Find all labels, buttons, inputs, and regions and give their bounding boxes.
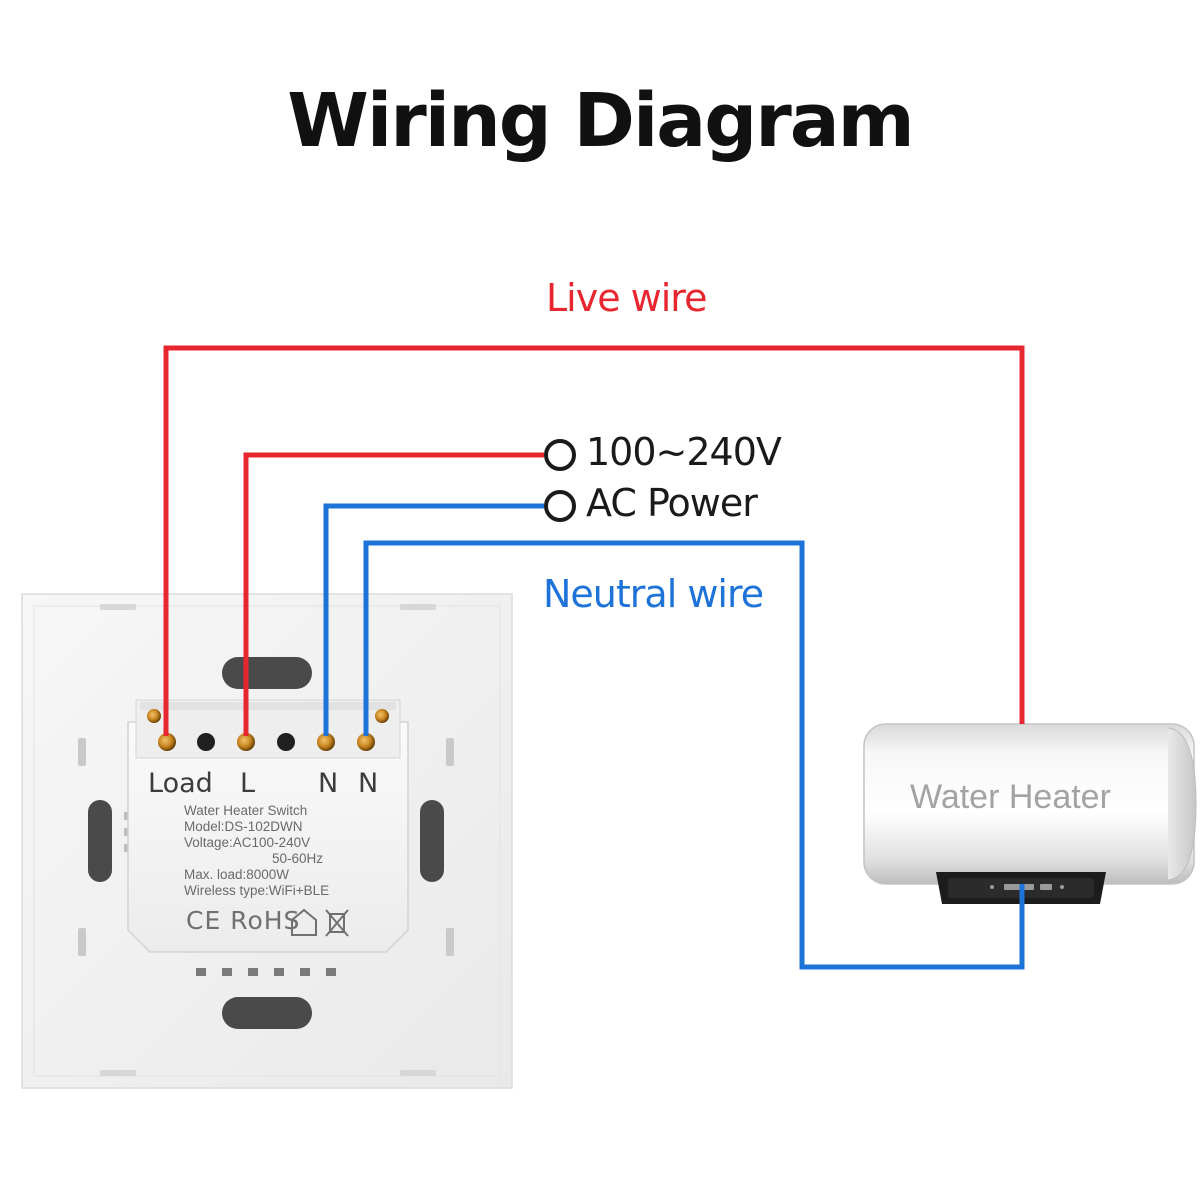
spec-line: 50-60Hz — [272, 851, 324, 866]
neutral-wires — [323, 503, 1025, 970]
diagram-title: Wiring Diagram — [287, 78, 915, 164]
spec-line: Model:DS-102DWN — [184, 819, 303, 834]
supply-live-wire — [243, 452, 544, 736]
spec-line: Max. load:8000W — [184, 867, 290, 882]
water-heater — [863, 723, 1197, 904]
supply-terminal-icon — [544, 490, 576, 522]
spec-line: Voltage:AC100-240V — [184, 835, 311, 850]
house-icon — [291, 908, 317, 936]
terminal-label-n: N — [358, 768, 379, 799]
live-wires — [163, 345, 1025, 736]
weee-bin-icon — [325, 909, 349, 937]
voltage-label: 100~240V — [586, 430, 782, 474]
terminal-label-load: Load — [148, 768, 213, 799]
neutral-wire-label: Neutral wire — [543, 572, 764, 616]
display-digits-icon — [990, 884, 1064, 890]
terminal-empty — [277, 733, 295, 751]
terminal-label-l: L — [240, 768, 256, 799]
terminal-label-n: N — [318, 768, 339, 799]
neutral-wire — [363, 540, 1025, 970]
ac-power-label: AC Power — [586, 481, 758, 525]
terminal-empty — [197, 733, 215, 751]
certification-marks: CE RoHS — [186, 906, 301, 935]
spec-line: Wireless type:WiFi+BLE — [184, 883, 330, 898]
terminal-l-screw — [237, 733, 255, 751]
supply-neutral-wire — [323, 503, 544, 736]
live-wire-label: Live wire — [546, 276, 707, 320]
terminals — [147, 709, 389, 751]
terminal-n1-screw — [317, 733, 335, 751]
live-wire — [163, 345, 1025, 736]
supply-terminal-icon — [544, 439, 576, 471]
switch-spec-text: Water Heater Switch Model:DS-102DWN Volt… — [184, 803, 354, 899]
switch-module — [127, 699, 409, 976]
spec-line: Water Heater Switch — [184, 803, 308, 818]
terminal-n2-screw — [357, 733, 375, 751]
water-heater-label: Water Heater — [910, 778, 1111, 816]
terminal-load-screw — [158, 733, 176, 751]
